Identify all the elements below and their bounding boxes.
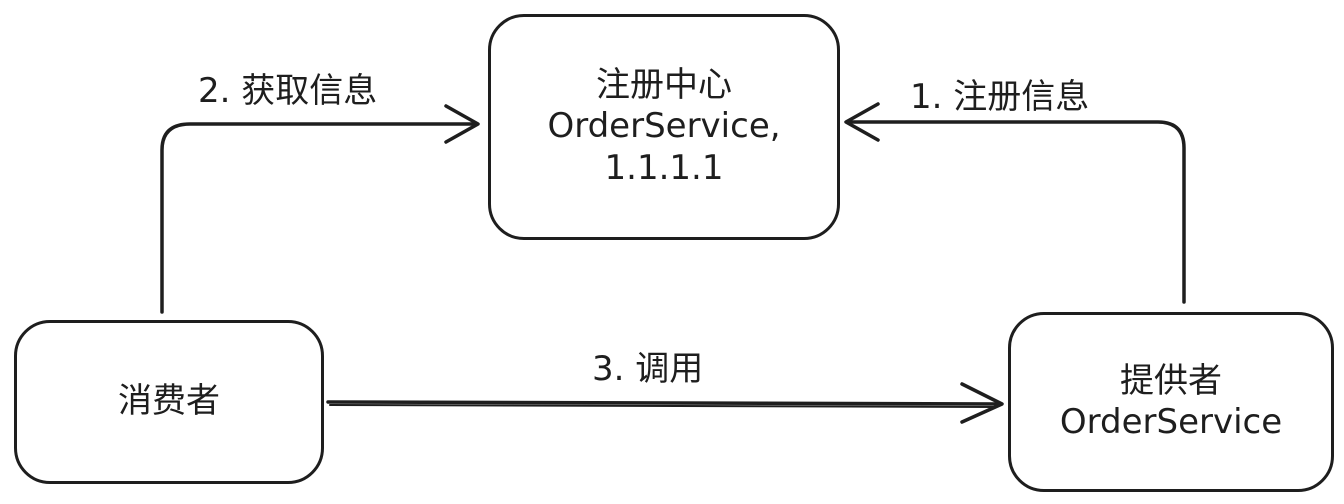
registry-service-name: OrderService, bbox=[547, 106, 781, 147]
edge-get-arrowhead bbox=[444, 104, 480, 144]
edge-call-line bbox=[326, 400, 1002, 406]
edge-register-line bbox=[846, 120, 1186, 304]
consumer-node: 消费者 bbox=[14, 320, 324, 484]
edge-get-label: 2. 获取信息 bbox=[198, 71, 378, 111]
edge-call-arrowhead bbox=[960, 382, 1004, 424]
edge-get-line bbox=[160, 122, 476, 314]
edge-call-line-double bbox=[329, 404, 997, 408]
provider-title: 提供者 bbox=[1120, 360, 1222, 401]
edge-register-label: 1. 注册信息 bbox=[910, 77, 1090, 117]
registry-title: 注册中心 bbox=[596, 64, 732, 105]
edge-call-label: 3. 调用 bbox=[592, 349, 704, 389]
registry-address: 1.1.1.1 bbox=[604, 147, 724, 188]
edge-register-arrowhead bbox=[844, 102, 880, 142]
consumer-title: 消费者 bbox=[118, 381, 220, 422]
registry-center-node: 注册中心 OrderService, 1.1.1.1 bbox=[488, 14, 840, 240]
provider-service-name: OrderService bbox=[1059, 402, 1283, 442]
provider-node: 提供者 OrderService bbox=[1008, 312, 1334, 492]
